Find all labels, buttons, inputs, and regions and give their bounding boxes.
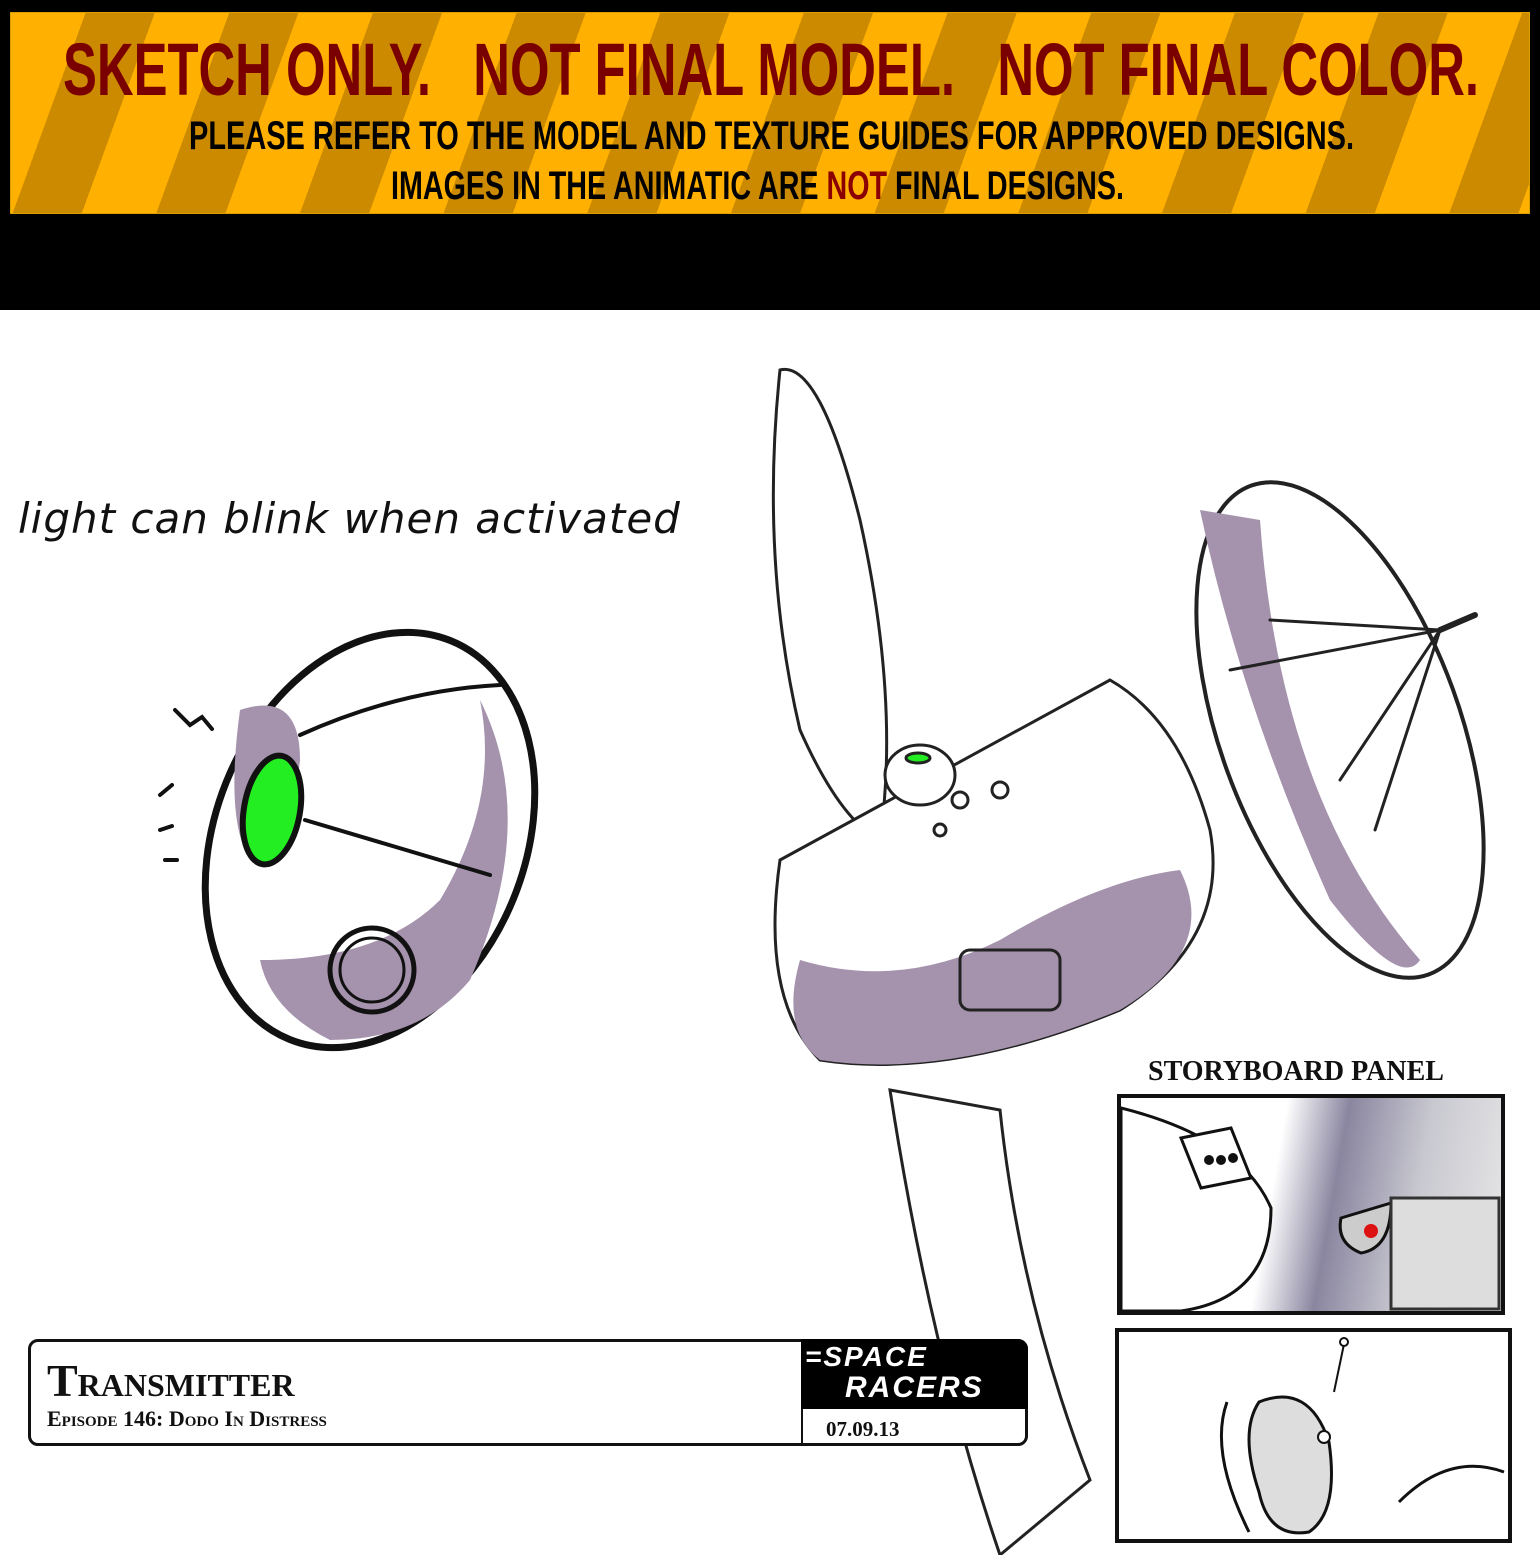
date-label: 07.09.13 <box>826 1417 900 1441</box>
storyboard-panel-1 <box>1117 1094 1505 1315</box>
warning-line-3-post: FINAL DESIGNS. <box>887 164 1124 208</box>
warning-line-3: IMAGES IN THE ANIMATIC ARE NOT FINAL DES… <box>391 164 1124 208</box>
warning-line-3-emphasis: NOT <box>827 164 888 208</box>
satellite-sketch <box>771 367 1486 1555</box>
warning-line-3-pre: IMAGES IN THE ANIMATIC ARE <box>391 164 827 208</box>
warning-text-svg: SKETCH ONLY. NOT FINAL MODEL. NOT FINAL … <box>63 28 1479 208</box>
logo-text-line-2: RACERS <box>845 1371 984 1404</box>
hazard-stripe-panel: SKETCH ONLY. NOT FINAL MODEL. NOT FINAL … <box>10 12 1530 214</box>
storyboard-panel-2-art <box>1219 1337 1505 1535</box>
title-block: Transmitter Episode 146: Dodo In Distres… <box>28 1339 1028 1446</box>
date-divider <box>801 1409 803 1446</box>
black-bar <box>0 228 1540 310</box>
warning-headline: SKETCH ONLY. NOT FINAL MODEL. NOT FINAL … <box>63 28 1479 111</box>
warning-banner: SKETCH ONLY. NOT FINAL MODEL. NOT FINAL … <box>0 0 1540 228</box>
logo-text-line-1: =SPACE <box>805 1341 928 1372</box>
warning-line-2: PLEASE REFER TO THE MODEL AND TEXTURE GU… <box>189 114 1354 158</box>
episode-label: Episode 146: Dodo In Distress <box>47 1406 327 1431</box>
storyboard-label: STORYBOARD PANEL <box>1148 1056 1444 1087</box>
storyboard-panel-1-art <box>1121 1106 1501 1311</box>
storyboard-panel-2 <box>1115 1328 1512 1543</box>
space-racers-logo: =SPACE RACERS <box>801 1339 1028 1409</box>
annotation-note: light can blink when activated <box>18 494 681 543</box>
transmitter-closeup-sketch <box>158 628 539 1052</box>
sheet-title: Transmitter <box>47 1355 295 1406</box>
